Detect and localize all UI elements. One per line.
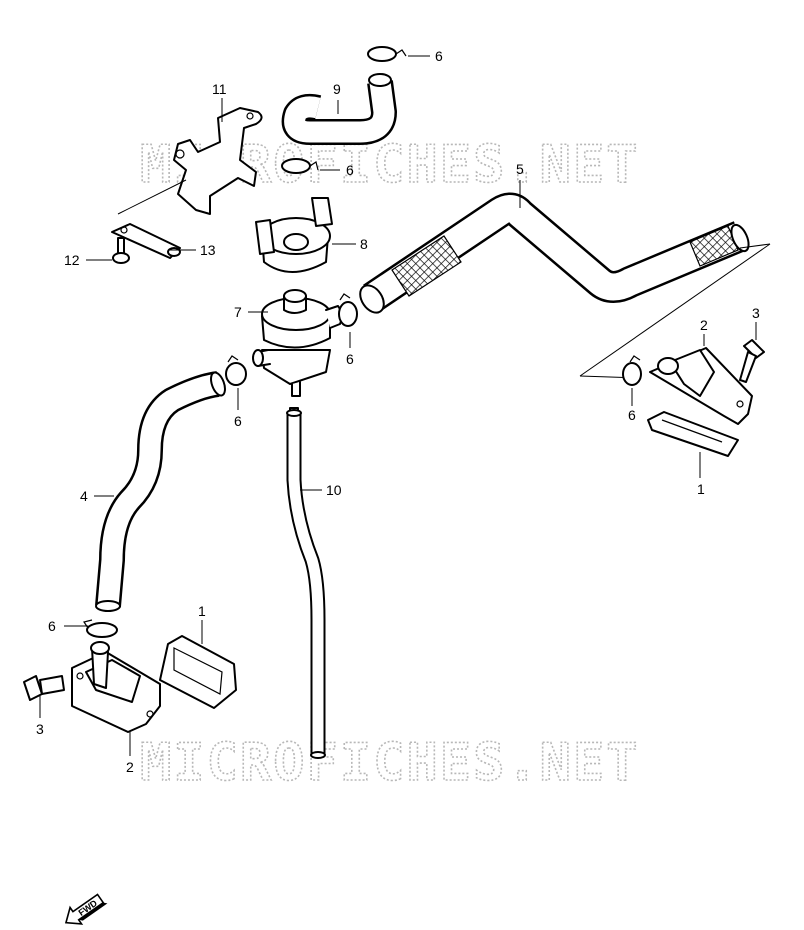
part-3-bolt-right bbox=[739, 339, 765, 383]
callout-5: 5 bbox=[516, 161, 524, 177]
part-2-cover-right bbox=[649, 347, 753, 425]
part-7-valve bbox=[252, 289, 343, 415]
part-4-hose bbox=[95, 371, 226, 612]
callout-6-right: 6 bbox=[628, 407, 636, 423]
part-1-gasket-left bbox=[159, 635, 237, 709]
callout-7: 7 bbox=[234, 304, 242, 320]
part-10-hose bbox=[286, 409, 326, 759]
callout-1-left: 1 bbox=[198, 603, 206, 619]
part-1-gasket-right bbox=[647, 411, 739, 457]
part-11-bracket bbox=[173, 107, 263, 215]
leader-lines bbox=[39, 55, 757, 756]
callout-1-right: 1 bbox=[697, 481, 705, 497]
clamp-right bbox=[622, 362, 642, 386]
part-8-mount bbox=[255, 197, 333, 273]
clamp-upper bbox=[281, 158, 311, 174]
part-6-clamps bbox=[83, 46, 642, 638]
callout-8: 8 bbox=[360, 236, 368, 252]
part-3-bolt-left bbox=[23, 675, 65, 701]
clamp-left bbox=[225, 362, 247, 386]
fwd-arrow-icon: FWD bbox=[64, 893, 108, 925]
part-5-hose bbox=[359, 192, 750, 314]
watermark-bottom: MICROFICHES.NET bbox=[140, 733, 640, 793]
callout-13: 13 bbox=[200, 242, 216, 258]
part-9-hose bbox=[281, 73, 397, 145]
part-12-screw bbox=[112, 237, 130, 264]
callout-12: 12 bbox=[64, 252, 80, 268]
callout-4: 4 bbox=[80, 488, 88, 504]
callout-2-right: 2 bbox=[700, 317, 708, 333]
callout-6-top: 6 bbox=[435, 48, 443, 64]
callout-3-right: 3 bbox=[752, 305, 760, 321]
clamp-bottom bbox=[86, 622, 118, 638]
clamp-valve bbox=[338, 301, 358, 327]
clamp-top bbox=[367, 46, 397, 62]
callout-9: 9 bbox=[333, 81, 341, 97]
callout-10: 10 bbox=[326, 482, 342, 498]
callout-2-left: 2 bbox=[126, 759, 134, 775]
callout-labels: 6 9 11 6 5 8 13 12 7 6 6 2 3 6 1 10 4 6 … bbox=[36, 48, 760, 775]
callout-6-valve: 6 bbox=[346, 351, 354, 367]
part-2-cover-left bbox=[71, 641, 161, 733]
callout-6-upper: 6 bbox=[346, 162, 354, 178]
callout-3-left: 3 bbox=[36, 721, 44, 737]
callout-11: 11 bbox=[212, 81, 227, 97]
callout-6-left: 6 bbox=[234, 413, 242, 429]
callout-6-bottom: 6 bbox=[48, 618, 56, 634]
